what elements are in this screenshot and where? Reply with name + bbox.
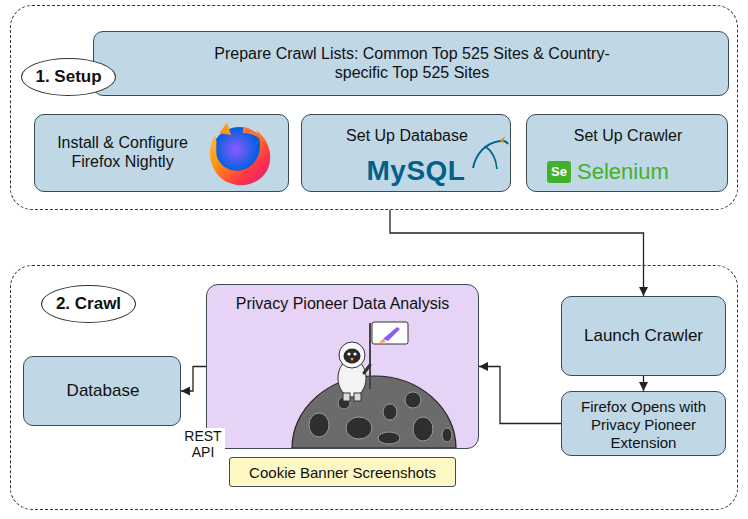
moon [292, 376, 456, 448]
dolphin-belly [486, 147, 497, 169]
text-slot: MySQL [360, 155, 472, 187]
stage-region: Prepare Crawl Lists: Common Top 525 Site… [10, 5, 738, 210]
flow-arrow [479, 367, 561, 424]
penguin-beak [350, 358, 354, 361]
text-slot: Install & Configure Firefox Nightly [40, 133, 205, 171]
flow-arrow [643, 376, 644, 391]
logo-text: Selenium [577, 159, 697, 185]
moon-craters [309, 392, 452, 444]
astronaut-leg [354, 393, 361, 401]
mysql-dolphin [470, 135, 510, 171]
process-box: Set Up CrawlerSe Selenium [526, 114, 728, 192]
text-slot: Privacy Pioneer Data Analysis [207, 294, 478, 313]
astronaut-arm [364, 365, 370, 373]
rocket-flame [379, 339, 386, 343]
firefox-ear [219, 123, 231, 135]
stage-label: 1. Setup [21, 58, 116, 96]
dolphin-fin [500, 136, 505, 143]
logo-text: MySQL [360, 155, 472, 187]
process-box: Prepare Crawl Lists: Common Top 525 Site… [93, 31, 729, 96]
box-label: Cookie Banner Screenshots [230, 464, 455, 482]
dolphin-back [473, 141, 508, 168]
text-slot: 2. Crawl [41, 285, 136, 323]
penguin-face [344, 349, 361, 364]
text-slot: Selenium [577, 159, 697, 185]
text-slot: Prepare Crawl Lists: Common Top 525 Site… [192, 44, 632, 82]
stage-region: Database Privacy Pioneer Data AnalysisCo… [10, 265, 738, 510]
analysis-box: Privacy Pioneer Data Analysis [206, 284, 479, 449]
text-slot: Set Up Crawler [527, 126, 729, 145]
penguin-eye [353, 352, 356, 355]
penguin-eye [347, 352, 350, 355]
box-label: Install & Configure Firefox Nightly [40, 133, 205, 171]
firefox-fox [210, 130, 270, 185]
logo-text: Se [547, 161, 571, 183]
text-slot: Cookie Banner Screenshots [230, 464, 455, 482]
text-slot: 1. Setup [21, 58, 116, 96]
text-slot: Launch Crawler [562, 326, 725, 346]
stage-label: 2. Crawl [41, 285, 136, 323]
box-label: Database [24, 381, 182, 401]
flow-arrow [181, 367, 206, 392]
process-box: Launch Crawler [561, 296, 726, 376]
firefox-tail [243, 127, 261, 139]
process-box: Set Up DatabaseMySQL [301, 114, 511, 192]
process-box: Firefox Opens with Privacy Pioneer Exten… [561, 391, 726, 456]
box-label: Privacy Pioneer Data Analysis [207, 294, 478, 313]
box-label: Prepare Crawl Lists: Common Top 525 Site… [192, 44, 632, 82]
box-label: Set Up Database [302, 126, 512, 145]
box-label: Set Up Crawler [527, 126, 729, 145]
flag [372, 322, 408, 344]
note-box: Cookie Banner Screenshots [229, 457, 456, 487]
label-slot: REST API [181, 428, 225, 460]
text-slot: Database [24, 381, 182, 401]
box-label: Launch Crawler [562, 326, 725, 346]
text-slot: Firefox Opens with Privacy Pioneer Exten… [562, 398, 725, 452]
flag-pole [369, 323, 371, 389]
astronaut-helmet [339, 342, 365, 368]
edge-label: REST API [181, 428, 225, 460]
astronaut-leg [343, 393, 350, 401]
process-box: Install & Configure Firefox Nightly [34, 114, 289, 192]
flag-rocket [383, 327, 400, 341]
box-label: Firefox Opens with Privacy Pioneer Exten… [562, 398, 725, 452]
text-slot: Set Up Database [302, 126, 512, 145]
text-slot: Se [547, 161, 571, 183]
process-box: Database [23, 356, 181, 426]
firefox-logo [203, 119, 273, 189]
